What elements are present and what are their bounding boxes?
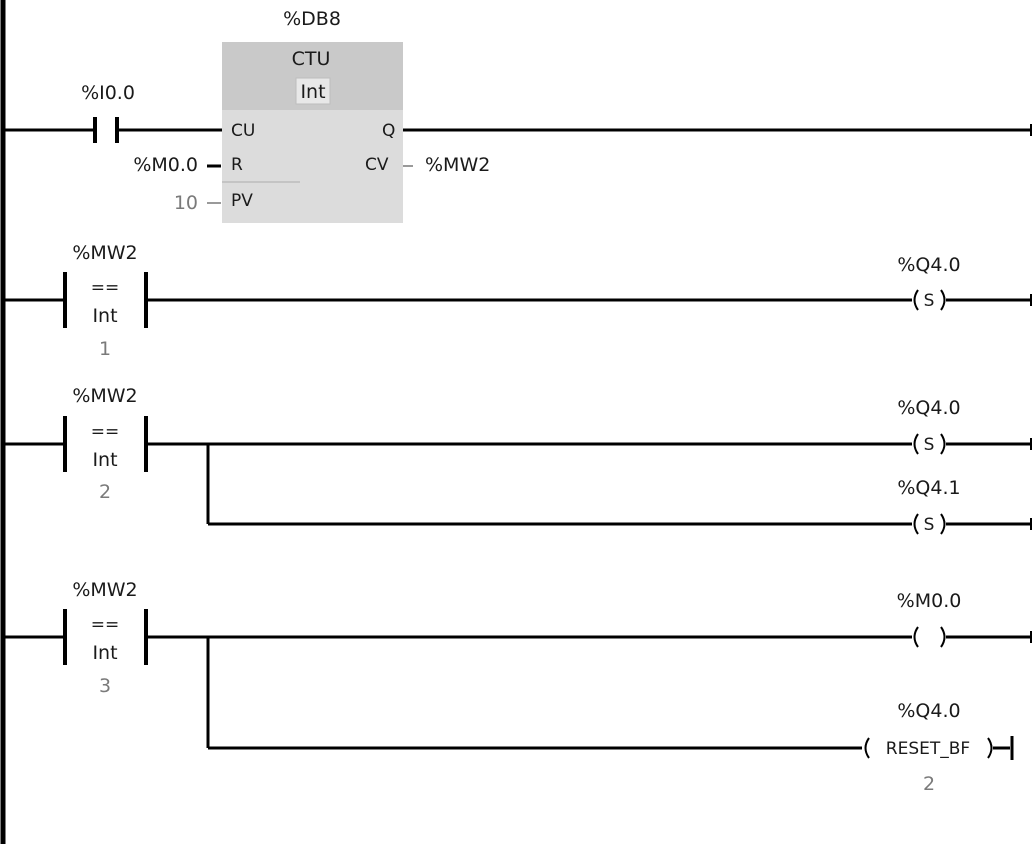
compare-value: 3 <box>99 675 111 697</box>
compare-contact[interactable]: %MW2 == Int 1 <box>3 242 148 360</box>
set-coil[interactable]: %Q4.0 S <box>897 254 960 311</box>
network-4: %MW2 == Int 3 %M0.0 %Q4.0 RESET_BF 2 <box>3 579 1032 795</box>
pin-cu-label: CU <box>231 121 255 141</box>
output-coil[interactable]: %M0.0 <box>897 590 962 648</box>
pin-pv-label: PV <box>231 191 253 211</box>
compare-value: 1 <box>99 338 111 360</box>
compare-address: %MW2 <box>72 242 137 264</box>
pv-value[interactable]: 10 <box>174 192 198 214</box>
set-coil[interactable]: %Q4.1 S <box>897 477 960 535</box>
coil-type: S <box>924 515 935 535</box>
compare-operator: == <box>91 422 120 442</box>
network-3: %MW2 == Int 2 %Q4.0 S %Q4.1 S <box>3 385 1032 535</box>
reset-bitfield-coil[interactable]: %Q4.0 RESET_BF 2 <box>864 700 1014 795</box>
compare-operator: == <box>91 615 120 635</box>
compare-address: %MW2 <box>72 385 137 407</box>
block-body <box>222 110 403 223</box>
datatype-box[interactable] <box>295 77 331 105</box>
coil-address: %Q4.0 <box>897 254 960 276</box>
coil-type: RESET_BF <box>886 739 970 759</box>
pin-q-label: Q <box>382 121 395 141</box>
ctu-counter-block[interactable]: %DB8 CTU Int CU Q R CV PV <box>222 8 403 223</box>
compare-operator: == <box>91 278 120 298</box>
compare-value: 2 <box>99 481 111 503</box>
block-datatype: Int <box>300 81 325 103</box>
coil-address: %M0.0 <box>897 590 962 612</box>
coil-type: S <box>924 435 935 455</box>
coil-count: 2 <box>923 773 935 795</box>
contact-address: %I0.0 <box>81 82 135 104</box>
cv-operand[interactable]: %MW2 <box>425 154 490 176</box>
compare-datatype: Int <box>92 642 117 664</box>
r-operand[interactable]: %M0.0 <box>133 154 198 176</box>
compare-datatype: Int <box>92 449 117 471</box>
compare-address: %MW2 <box>72 579 137 601</box>
coil-address: %Q4.0 <box>897 397 960 419</box>
coil-address: %Q4.0 <box>897 700 960 722</box>
coil-type: S <box>924 291 935 311</box>
compare-contact[interactable]: %MW2 == Int 2 <box>3 385 148 503</box>
pin-r-label: R <box>231 155 243 175</box>
network-2: %MW2 == Int 1 %Q4.0 S <box>3 242 1032 360</box>
set-coil[interactable]: %Q4.0 S <box>897 397 960 455</box>
instance-db: %DB8 <box>283 8 341 30</box>
pin-cv-label: CV <box>365 155 389 175</box>
contact-no[interactable]: %I0.0 <box>3 82 222 143</box>
compare-contact[interactable]: %MW2 == Int 3 <box>3 579 148 697</box>
compare-datatype: Int <box>92 305 117 327</box>
coil-address: %Q4.1 <box>897 477 960 499</box>
network-1: %I0.0 %DB8 CTU Int CU Q R CV PV %M0.0 <box>3 8 1032 223</box>
block-type: CTU <box>292 48 331 70</box>
